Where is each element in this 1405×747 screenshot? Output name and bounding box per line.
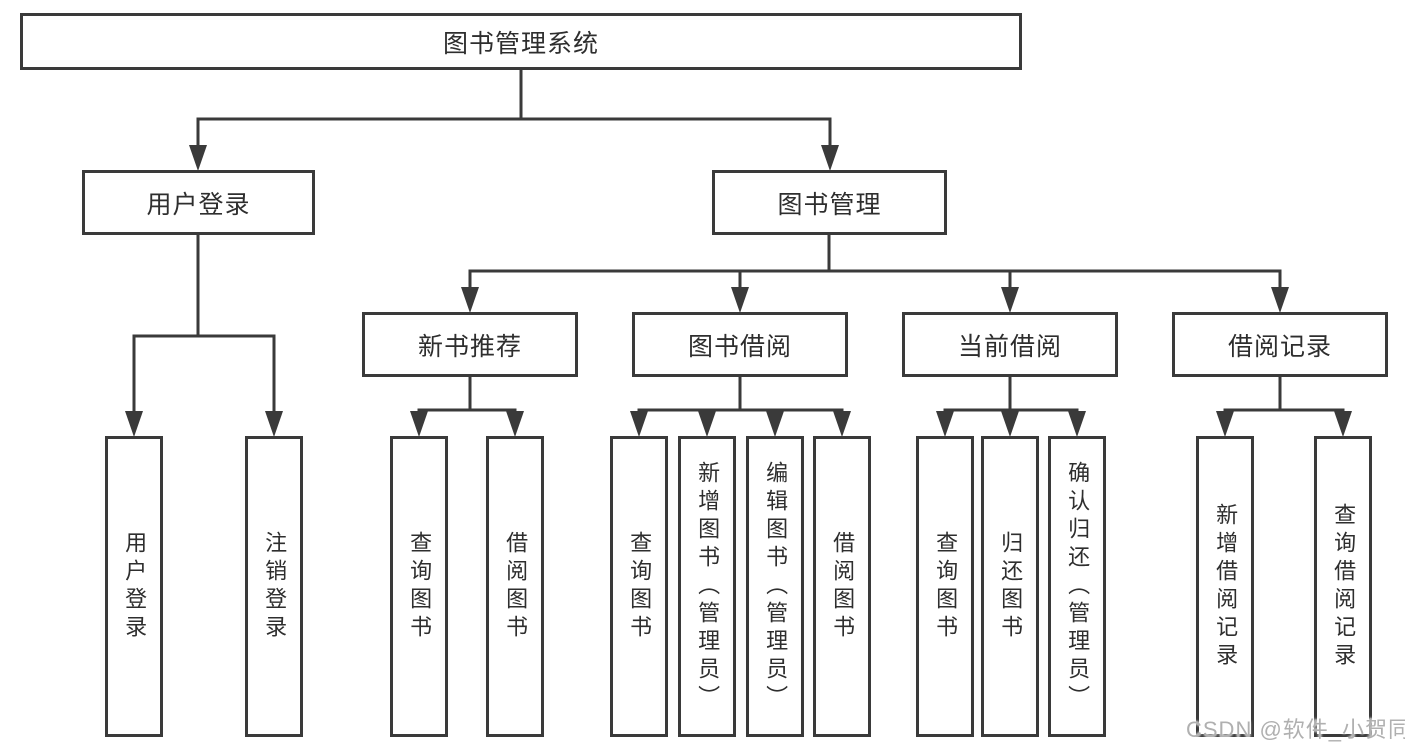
- leaf-query-books-recommend: 查询图书: [390, 436, 448, 737]
- leaf-add-borrow-record: 新增借阅记录: [1196, 436, 1254, 737]
- leaf-edit-books-admin: 编辑图书（管理员）: [746, 436, 804, 737]
- leaf-add-books-admin: 新增图书（管理员）: [678, 436, 736, 737]
- leaf-user-login: 用户登录: [105, 436, 163, 737]
- node-book-borrowing: 图书借阅: [632, 312, 848, 377]
- node-user-login: 用户登录: [82, 170, 315, 235]
- leaf-borrow-books-recommend: 借阅图书: [486, 436, 544, 737]
- node-new-book-recommend: 新书推荐: [362, 312, 578, 377]
- leaf-query-borrow-record: 查询借阅记录: [1314, 436, 1372, 737]
- leaf-return-books: 归还图书: [981, 436, 1039, 737]
- node-current-borrowing: 当前借阅: [902, 312, 1118, 377]
- leaf-confirm-return-admin: 确认归还（管理员）: [1048, 436, 1106, 737]
- leaf-query-books-borrowing: 查询图书: [610, 436, 668, 737]
- leaf-borrow-books-borrowing: 借阅图书: [813, 436, 871, 737]
- watermark: CSDN @软件_小贺同学: [1186, 717, 1405, 742]
- node-borrow-records: 借阅记录: [1172, 312, 1388, 377]
- leaf-query-books-current: 查询图书: [916, 436, 974, 737]
- node-book-management: 图书管理: [712, 170, 947, 235]
- node-root-system: 图书管理系统: [20, 13, 1022, 70]
- leaf-logout: 注销登录: [245, 436, 303, 737]
